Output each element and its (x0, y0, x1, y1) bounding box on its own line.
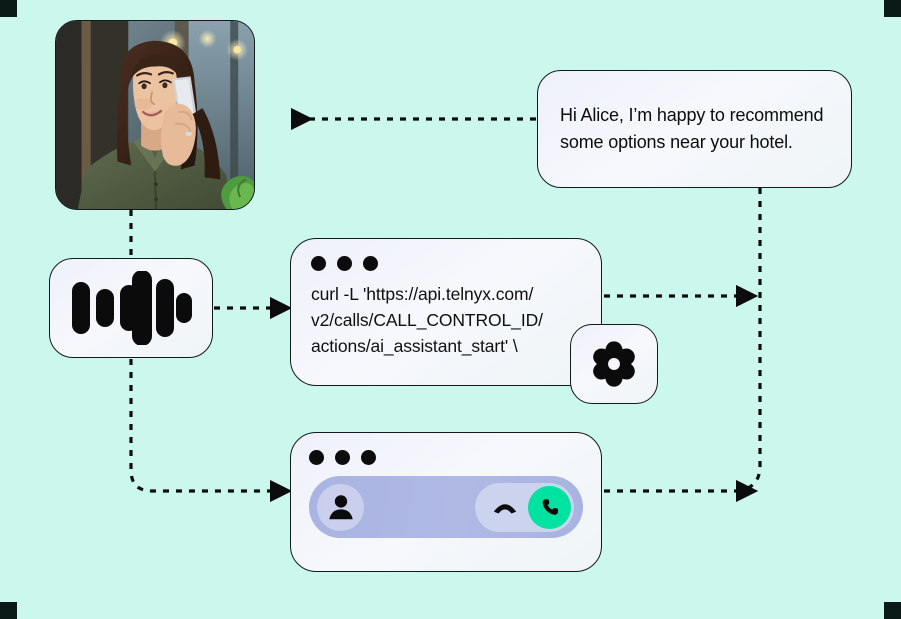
call-bar (309, 476, 583, 538)
telnyx-flower-icon (593, 341, 635, 387)
caller-photo-illustration (56, 21, 254, 209)
hangup-icon (493, 504, 517, 514)
crop-marker-top-left (0, 0, 17, 17)
connector-waveform-to-call (129, 359, 293, 503)
api-code-card[interactable]: curl -L 'https://api.telnyx.com/ v2/call… (290, 238, 602, 386)
call-window-dot-3 (361, 450, 376, 465)
assistant-message-bubble: Hi Alice, I’m happy to recommend some op… (537, 70, 852, 188)
crop-marker-bottom-right (884, 602, 901, 619)
window-controls (311, 256, 581, 271)
caller-avatar (317, 483, 364, 531)
crop-marker-top-right (884, 0, 901, 17)
telnyx-logo-badge (570, 324, 658, 404)
assistant-message-text: Hi Alice, I’m happy to recommend some op… (560, 104, 824, 152)
call-window-dot-1 (309, 450, 324, 465)
crop-marker-bottom-left (0, 602, 17, 619)
caller-photo (55, 20, 255, 210)
call-window-controls (309, 450, 583, 465)
accept-call-button[interactable] (528, 485, 571, 529)
audio-waveform-card[interactable] (49, 258, 213, 358)
phone-icon (542, 499, 558, 515)
window-dot-3 (363, 256, 378, 271)
curl-command-text: curl -L 'https://api.telnyx.com/ v2/call… (311, 284, 543, 356)
person-icon (328, 495, 353, 520)
call-window-dot-2 (335, 450, 350, 465)
call-action-group (475, 482, 574, 532)
hangup-call-button[interactable] (485, 487, 525, 527)
window-dot-2 (337, 256, 352, 271)
audio-waveform-icon (72, 271, 192, 345)
connector-bubble-trunk (738, 188, 762, 493)
incoming-call-card[interactable] (290, 432, 602, 572)
window-dot-1 (311, 256, 326, 271)
